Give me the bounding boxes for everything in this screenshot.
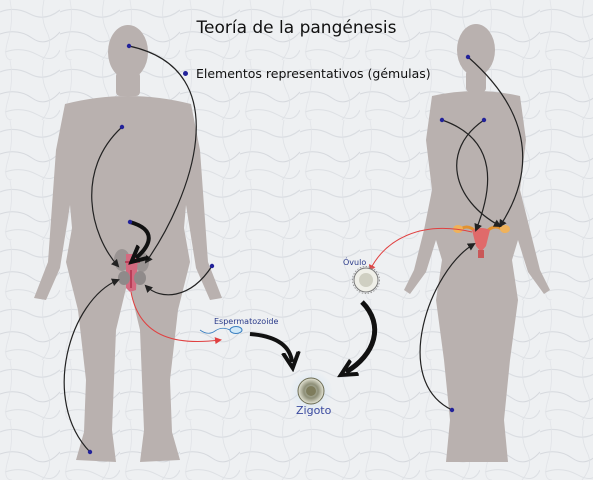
legend-label: Elementos representativos (gémulas) [196,66,431,81]
gemmule-dot [481,117,487,123]
sperm-to-zygote-arrow [249,332,292,362]
sperm-label: Espermatozoide [214,317,279,326]
gemmule-dot [439,117,445,123]
female-silhouette [404,24,550,462]
gemmule-dot [465,54,471,60]
female-gemmule-paths [419,56,524,411]
ovum-cell [352,266,380,294]
legend: Elementos representativos (gémulas) [183,66,431,81]
zygote-label: Zigoto [296,404,332,417]
ovum-to-zygote-arrow [346,300,378,372]
diagram-title: Teoría de la pangénesis [196,18,397,38]
gemmule-dots [87,43,487,455]
sperm-path [130,291,222,345]
ovum-path [369,228,473,272]
gemmule-dot [119,124,125,130]
gemmule-dot [127,219,133,225]
male-thick-arrow [130,220,151,258]
sperm-cell [199,326,243,334]
male-gemmule-paths [63,45,213,453]
legend-dot-icon [183,71,188,76]
ovum-label: Óvulo [343,258,367,267]
gemmule-dot [126,43,132,49]
gemmule-dot [449,407,455,413]
gemmule-dot [209,263,215,269]
gemmule-dot [87,449,93,455]
zygote-cell [289,370,333,414]
